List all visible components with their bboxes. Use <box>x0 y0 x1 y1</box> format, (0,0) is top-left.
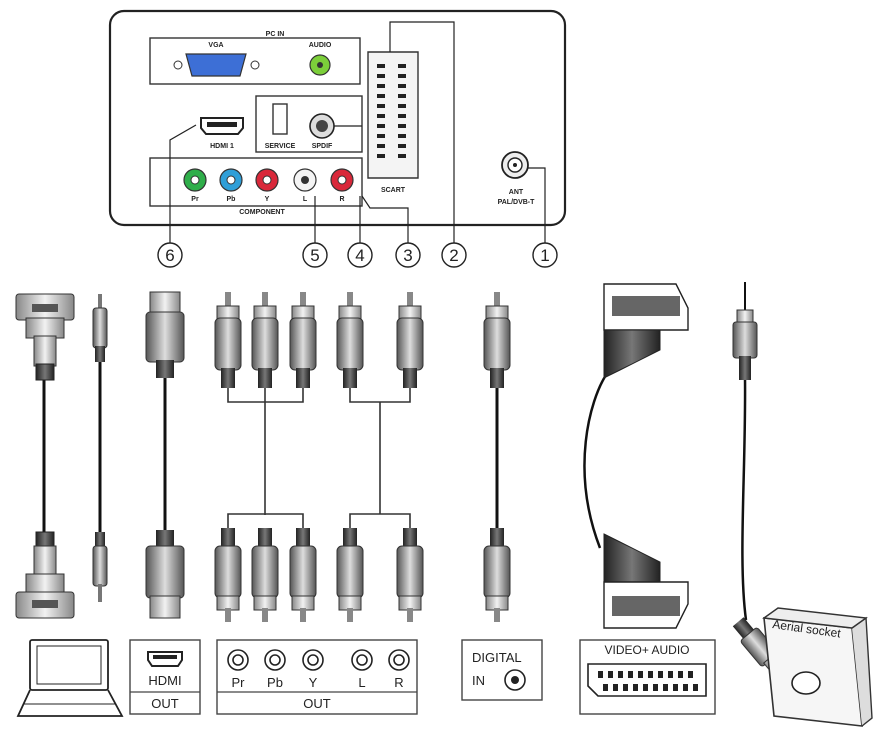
hdmi-plug-top <box>145 291 185 378</box>
rca-plug-digital-bottom <box>483 528 511 622</box>
comp-pb-port <box>219 168 243 192</box>
scart-plug-top <box>603 283 689 379</box>
split-cables <box>227 388 411 528</box>
callout-6: 6 <box>157 242 183 268</box>
cables <box>42 282 748 621</box>
component-label: COMPONENT <box>239 209 285 216</box>
digital-in-label: DIGITAL <box>472 650 522 665</box>
out-pr-label: Pr <box>232 675 246 690</box>
audio-label: AUDIO <box>309 42 332 49</box>
comp-y-port <box>255 168 279 192</box>
out-l-label: L <box>358 675 365 690</box>
vga-port <box>173 53 260 77</box>
panel-r-label: R <box>339 196 344 203</box>
hdmi-out-device: HDMI OUT <box>129 639 201 715</box>
vga-plug-bottom <box>15 531 75 619</box>
antenna-port <box>501 151 529 179</box>
rca-plug-top-1 <box>214 292 242 388</box>
rca-plug-top-4 <box>336 292 364 388</box>
svg-text:2: 2 <box>449 246 458 265</box>
hdmi-out-label: HDMI <box>148 673 181 688</box>
scart-label: SCART <box>381 187 406 194</box>
callout-1: 1 <box>532 242 558 268</box>
scart-plug-bottom <box>603 533 689 629</box>
svg-text:1: 1 <box>540 246 549 265</box>
hdmi1-port <box>200 117 244 135</box>
pc-audio-port <box>309 54 331 76</box>
audio-r-port <box>330 168 354 192</box>
aerial-socket-hole <box>791 671 821 695</box>
rca-plug-top-5 <box>396 292 424 388</box>
ant-standard-label: PAL/DVB-T <box>498 199 536 206</box>
audio-jack-top <box>92 294 108 362</box>
out-y-label: Y <box>309 675 318 690</box>
panel-pb-label: Pb <box>227 196 236 203</box>
rca-plug-bottom-5 <box>396 528 424 622</box>
spdif-label: SPDIF <box>312 143 333 150</box>
vga-plug-top <box>15 293 75 381</box>
component-box <box>149 157 363 207</box>
service-label: SERVICE <box>265 143 296 150</box>
service-spdif-box <box>255 95 363 153</box>
rca-plug-bottom-4 <box>336 528 364 622</box>
pc-in-label: PC IN <box>266 31 285 38</box>
hdmi1-label: HDMI 1 <box>210 143 234 150</box>
rca-plug-bottom-1 <box>214 528 242 622</box>
rf-plug-top <box>732 309 758 380</box>
rca-plug-bottom-3 <box>289 528 317 622</box>
panel-y-label: Y <box>265 196 270 203</box>
callout-3: 3 <box>395 242 421 268</box>
tv-back-panel: PC IN VGA AUDIO <box>108 9 567 227</box>
out-r-label: R <box>394 675 403 690</box>
ant-label: ANT <box>509 189 524 196</box>
panel-l-label: L <box>303 196 308 203</box>
vga-label: VGA <box>208 42 223 49</box>
svg-text:4: 4 <box>355 246 364 265</box>
callout-2: 2 <box>441 242 467 268</box>
scart-device: VIDEO+ AUDIO <box>579 639 716 715</box>
rca-plug-top-2 <box>251 292 279 388</box>
aerial-socket-device: Aerial socket <box>762 607 873 727</box>
rca-plugs-top <box>214 292 511 388</box>
component-out-label: OUT <box>303 696 331 711</box>
scart-socket-pins <box>598 671 698 691</box>
hdmi-out-sublabel: OUT <box>151 696 179 711</box>
svg-text:3: 3 <box>403 246 412 265</box>
out-pb-label: Pb <box>267 675 283 690</box>
rca-plug-top-3 <box>289 292 317 388</box>
callout-leaders <box>169 21 546 243</box>
callout-4: 4 <box>347 242 373 268</box>
digital-in-device: DIGITAL IN <box>461 639 543 701</box>
svg-text:5: 5 <box>310 246 319 265</box>
service-port <box>272 103 288 135</box>
hdmi-plug-bottom <box>145 530 185 619</box>
callouts: 6 5 4 3 2 1 <box>157 242 558 268</box>
scart-socket-outline <box>587 663 707 697</box>
laptop-icon <box>16 639 124 717</box>
digital-in-sublabel: IN <box>472 673 485 688</box>
callout-5: 5 <box>302 242 328 268</box>
rca-plugs-bottom <box>214 528 511 622</box>
audio-jack-bottom <box>92 532 108 602</box>
component-out-device: Pr Pb Y L R OUT <box>216 639 418 715</box>
pc-in-box <box>149 37 361 85</box>
spdif-port <box>309 113 335 139</box>
panel-pr-label: Pr <box>191 196 199 203</box>
rca-plug-bottom-2 <box>251 528 279 622</box>
video-audio-label: VIDEO+ AUDIO <box>604 643 689 657</box>
svg-text:6: 6 <box>165 246 174 265</box>
scart-port <box>367 51 419 179</box>
panel-outline <box>108 9 567 227</box>
comp-pr-port <box>183 168 207 192</box>
audio-l-port <box>293 168 317 192</box>
rca-plug-digital-top <box>483 292 511 388</box>
